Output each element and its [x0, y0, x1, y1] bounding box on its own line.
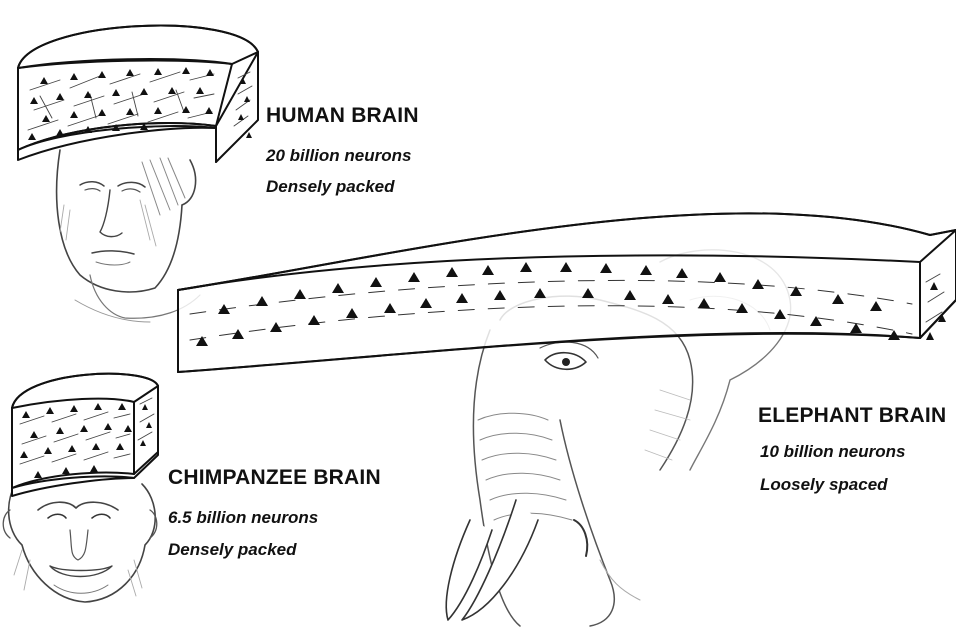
human-density: Densely packed: [266, 177, 395, 197]
chimpanzee-neuron-count: 6.5 billion neurons: [168, 508, 318, 528]
elephant-brain-title: ELEPHANT BRAIN: [758, 404, 946, 428]
human-neuron-count: 20 billion neurons: [266, 146, 411, 166]
chimpanzee-density: Densely packed: [168, 540, 297, 560]
chimpanzee-head-sketch: [3, 480, 157, 602]
chimpanzee-cortex-block: [12, 374, 158, 496]
elephant-density: Loosely spaced: [760, 475, 888, 495]
human-cortex-block: [18, 26, 258, 162]
chimpanzee-brain-title: CHIMPANZEE BRAIN: [168, 466, 381, 490]
elephant-cortex-slab: [178, 213, 956, 372]
human-brain-title: HUMAN BRAIN: [266, 104, 419, 128]
elephant-neuron-count: 10 billion neurons: [760, 442, 905, 462]
